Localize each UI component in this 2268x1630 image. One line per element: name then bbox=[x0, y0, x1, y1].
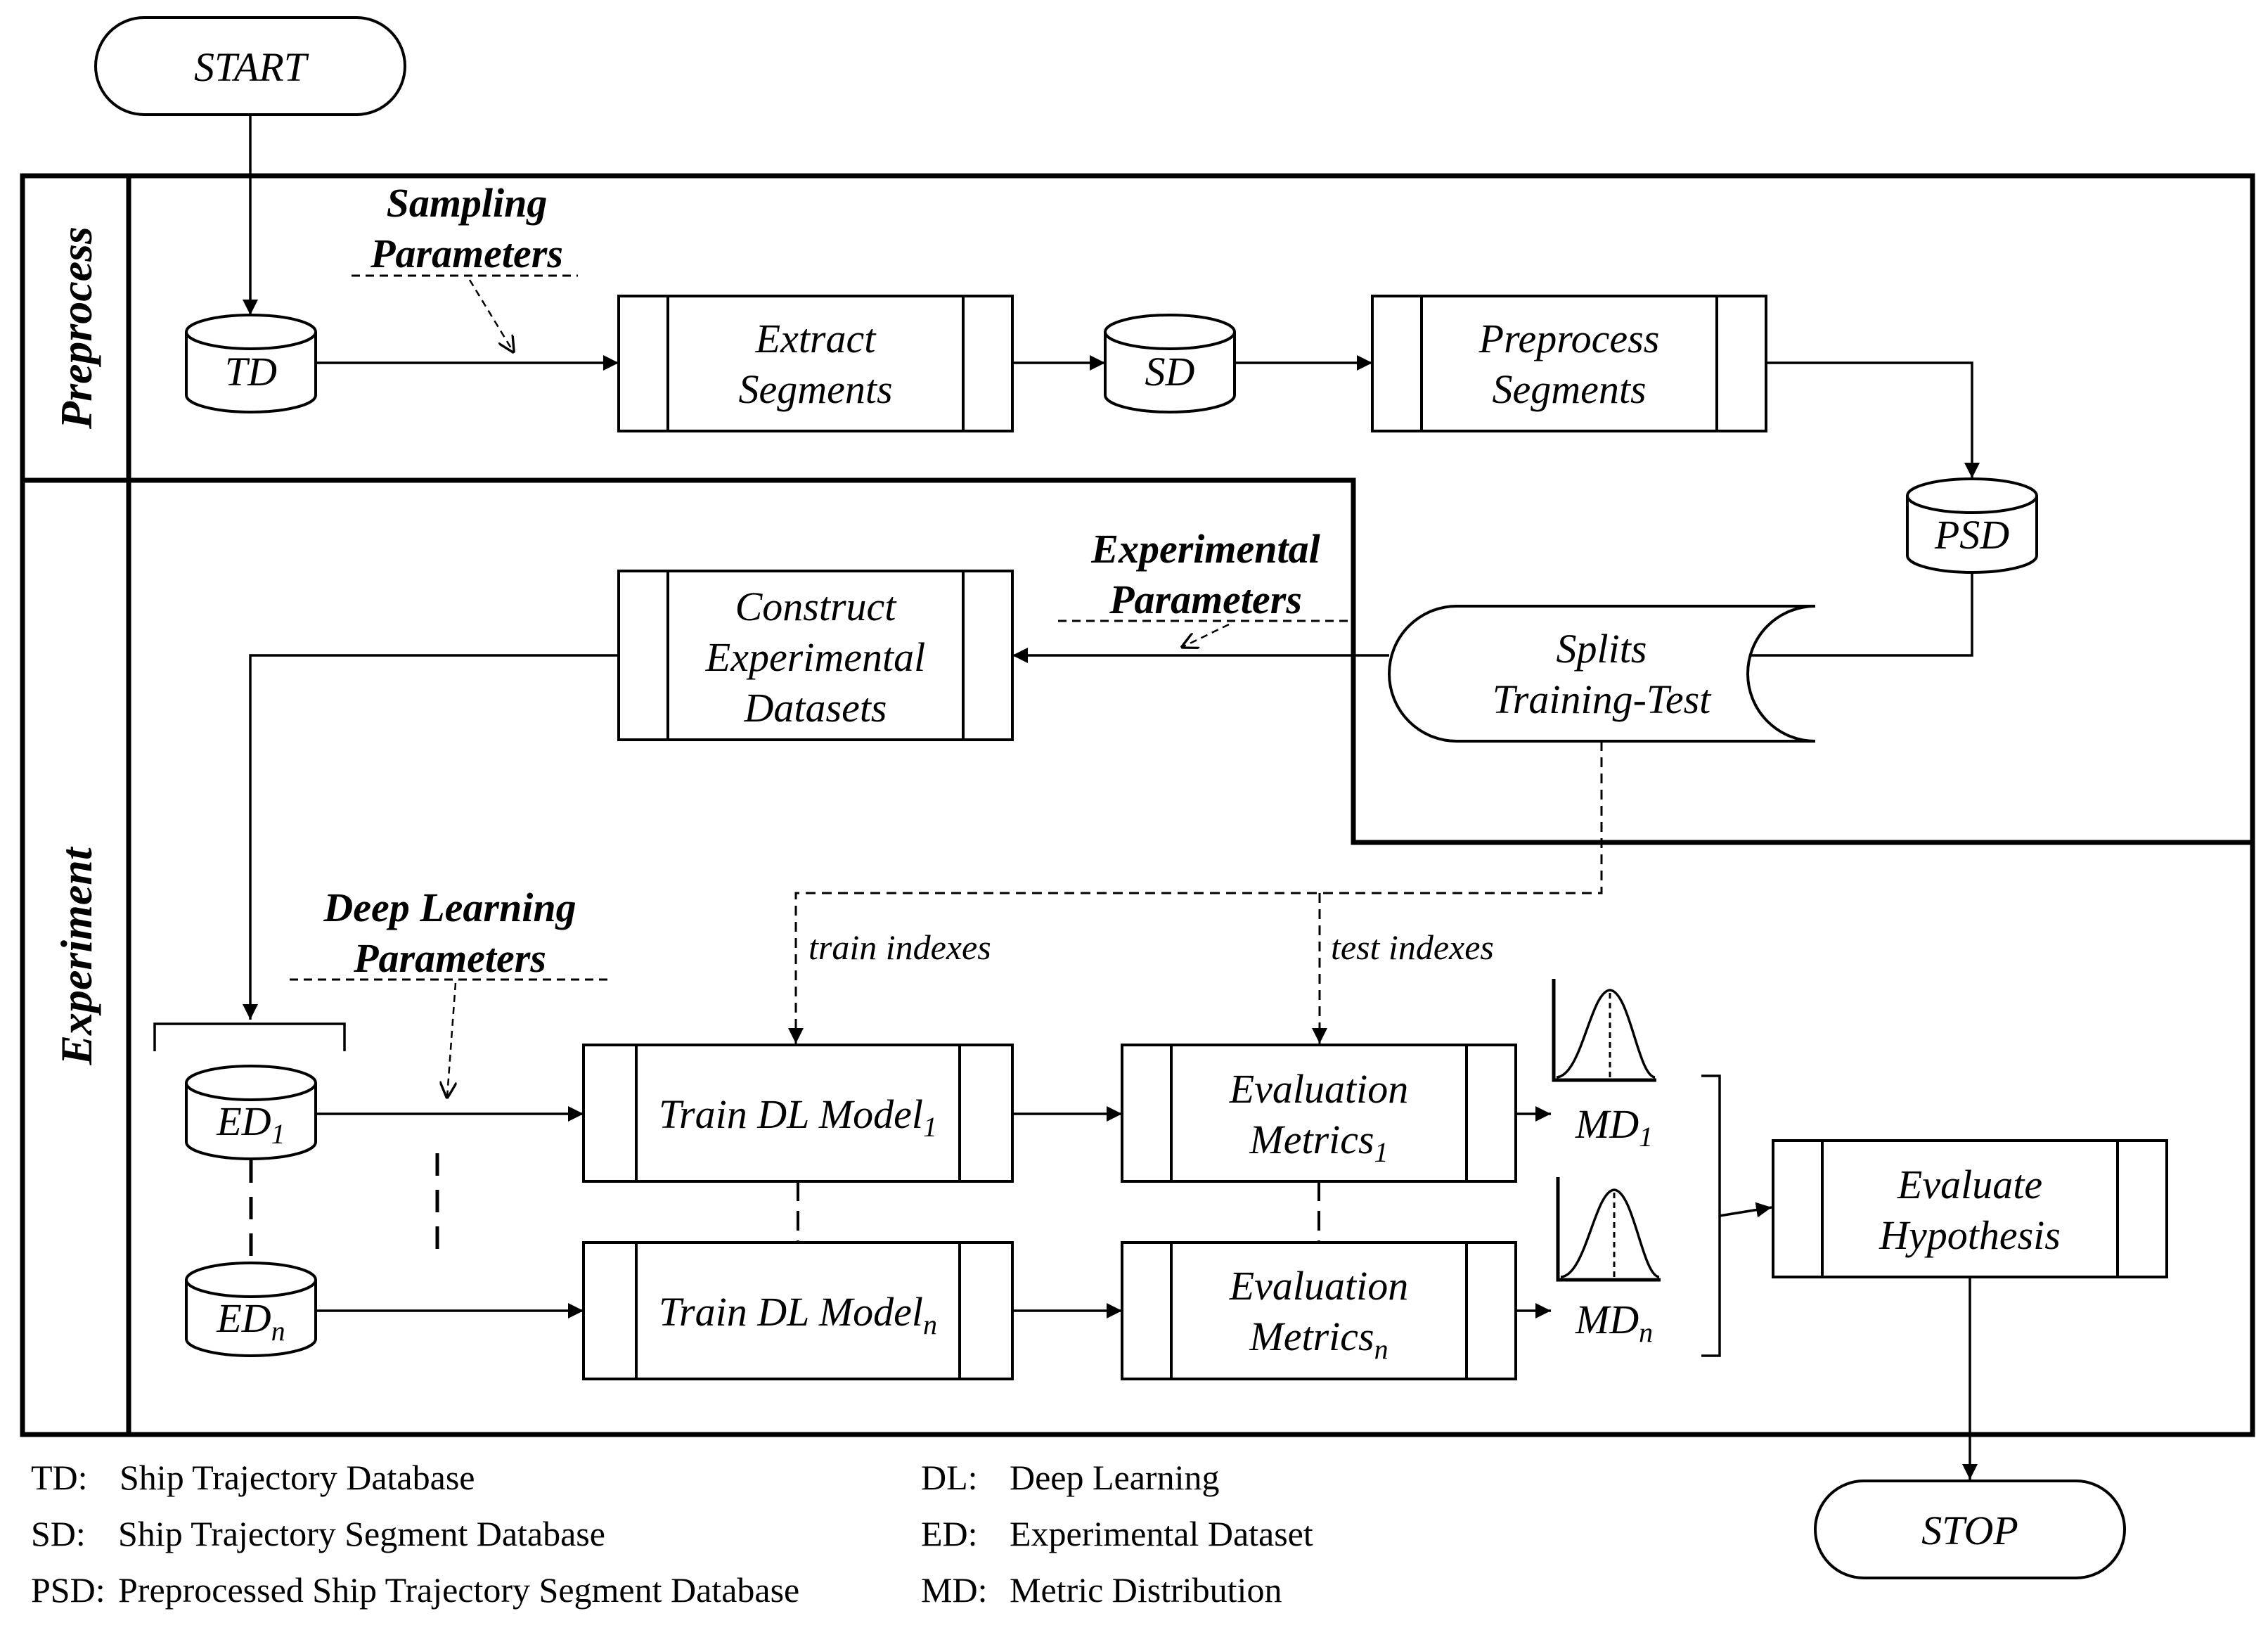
sampling-parameters-label: Sampling Parameters bbox=[352, 180, 578, 352]
svg-text:TD: TD bbox=[225, 349, 277, 394]
svg-text:ED:Experimental Dataset: ED:Experimental Dataset bbox=[921, 1514, 1313, 1553]
svg-text:SD: SD bbox=[1145, 349, 1195, 394]
mdn-label: MDn bbox=[1575, 1297, 1653, 1348]
start-terminal[interactable]: START bbox=[94, 16, 406, 116]
train-dl-model-1-process[interactable]: Train DL Model1 bbox=[582, 1044, 1014, 1183]
svg-text:Training-Test: Training-Test bbox=[1493, 676, 1712, 722]
deep-learning-parameters-label: Deep Learning Parameters bbox=[290, 885, 612, 1097]
split-index-flows bbox=[788, 741, 1603, 1044]
mdn-distribution-icon bbox=[1556, 1177, 1661, 1282]
svg-text:TD:Ship Trajectory Database: TD:Ship Trajectory Database bbox=[31, 1458, 475, 1497]
svg-text:DL:Deep Learning: DL:Deep Learning bbox=[921, 1458, 1219, 1497]
stop-terminal[interactable]: STOP bbox=[1814, 1480, 2126, 1579]
metrics-group-bracket bbox=[1701, 1074, 1721, 1357]
evaluation-metrics-1-process[interactable]: Evaluation Metrics1 bbox=[1121, 1044, 1517, 1183]
svg-text:Deep Learning: Deep Learning bbox=[323, 885, 576, 930]
svg-text:Experimental: Experimental bbox=[1090, 526, 1320, 572]
splits-training-test-storage[interactable]: Splits Training-Test bbox=[1388, 605, 1816, 743]
svg-text:Evaluate: Evaluate bbox=[1897, 1162, 2042, 1207]
svg-text:Parameters: Parameters bbox=[353, 935, 546, 981]
svg-text:ED1: ED1 bbox=[216, 1098, 285, 1150]
svg-text:Parameters: Parameters bbox=[1109, 577, 1302, 622]
svg-text:SD:Ship Trajectory Segment Dat: SD:Ship Trajectory Segment Database bbox=[31, 1514, 605, 1553]
td-database[interactable]: TD bbox=[185, 314, 317, 413]
evaluation-metrics-n-process[interactable]: Evaluation Metricsn bbox=[1121, 1241, 1517, 1380]
extract-segments-process[interactable]: Extract Segments bbox=[617, 295, 1014, 432]
train-dl-model-n-process[interactable]: Train DL Modeln bbox=[582, 1241, 1014, 1380]
evaluate-hypothesis-process[interactable]: Evaluate Hypothesis bbox=[1772, 1139, 2168, 1278]
construct-datasets-process[interactable]: Construct Experimental Datasets bbox=[617, 570, 1014, 741]
svg-text:START: START bbox=[194, 44, 309, 90]
experimental-parameters-label: Experimental Parameters bbox=[1058, 526, 1351, 647]
arrow-metrics-to-hypothesis bbox=[1719, 1202, 1772, 1218]
svg-text:MD:Metric Distribution: MD:Metric Distribution bbox=[921, 1570, 1282, 1610]
svg-text:Experimental: Experimental bbox=[705, 634, 925, 680]
md1-label: MD1 bbox=[1575, 1101, 1653, 1153]
edn-database[interactable]: EDn bbox=[185, 1262, 317, 1357]
svg-text:PSD:Preprocessed Ship Trajecto: PSD:Preprocessed Ship Trajectory Segment… bbox=[31, 1570, 799, 1610]
test-indexes-label: test indexes bbox=[1331, 928, 1494, 967]
svg-text:Segments: Segments bbox=[738, 366, 892, 412]
svg-text:Hypothesis: Hypothesis bbox=[1879, 1212, 2061, 1258]
psd-database[interactable]: PSD bbox=[1906, 477, 2038, 574]
svg-text:Extract: Extract bbox=[755, 316, 877, 361]
svg-text:Metricsn: Metricsn bbox=[1249, 1314, 1388, 1365]
md1-distribution-icon bbox=[1552, 979, 1656, 1082]
svg-text:Parameters: Parameters bbox=[370, 231, 563, 276]
svg-text:Train DL Modeln: Train DL Modeln bbox=[659, 1289, 937, 1340]
svg-text:Metrics1: Metrics1 bbox=[1249, 1117, 1388, 1168]
svg-text:Preprocess: Preprocess bbox=[1478, 316, 1660, 361]
datasets-group-bracket bbox=[153, 1022, 346, 1051]
svg-text:Segments: Segments bbox=[1492, 366, 1646, 412]
arrow-preprocess-to-psd bbox=[1766, 361, 1980, 478]
legend: TD:Ship Trajectory Database SD:Ship Traj… bbox=[31, 1458, 1313, 1610]
svg-text:EDn: EDn bbox=[216, 1295, 285, 1347]
svg-text:Sampling: Sampling bbox=[387, 180, 548, 226]
svg-text:Train DL Model1: Train DL Model1 bbox=[659, 1091, 937, 1143]
arrow-construct-to-datasets bbox=[243, 654, 619, 1020]
lane-label-preprocess: Preprocess bbox=[51, 226, 101, 430]
svg-text:Evaluation: Evaluation bbox=[1229, 1066, 1409, 1112]
sd-database[interactable]: SD bbox=[1104, 314, 1236, 413]
svg-text:Datasets: Datasets bbox=[744, 685, 887, 731]
ed1-database[interactable]: ED1 bbox=[185, 1065, 317, 1160]
svg-text:Evaluation: Evaluation bbox=[1229, 1263, 1409, 1309]
train-indexes-label: train indexes bbox=[808, 928, 991, 967]
connector-psd-to-splits bbox=[1745, 572, 1973, 657]
svg-text:STOP: STOP bbox=[1921, 1508, 2018, 1553]
lane-label-experiment: Experiment bbox=[51, 846, 101, 1066]
swimlane-frame bbox=[20, 173, 2255, 1437]
svg-text:Splits: Splits bbox=[1557, 626, 1647, 672]
preprocess-segments-process[interactable]: Preprocess Segments bbox=[1371, 295, 1767, 432]
svg-text:Construct: Construct bbox=[735, 584, 898, 629]
svg-text:PSD: PSD bbox=[1934, 512, 2009, 558]
